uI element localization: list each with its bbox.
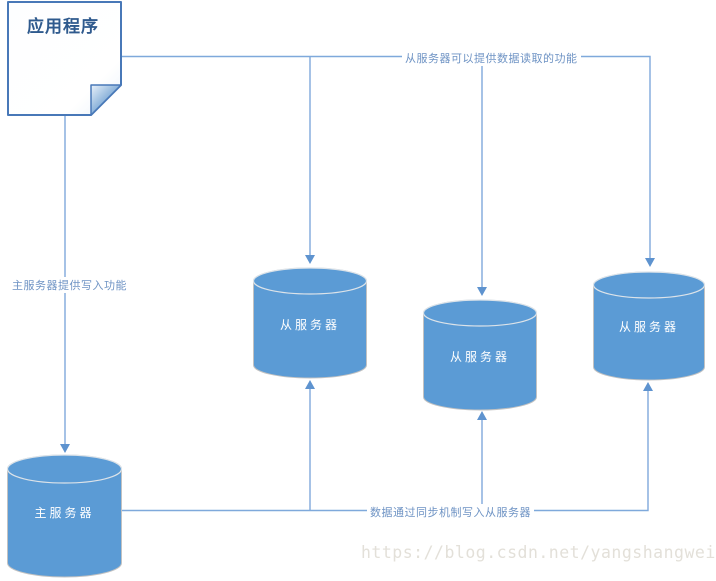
app-node-label: 应用程序 xyxy=(27,17,99,36)
connector-app-to-slaves xyxy=(121,55,651,258)
app-note-fold-icon xyxy=(90,84,122,116)
master-node-label: 主服务器 xyxy=(34,506,95,520)
slave2-node-label: 从服务器 xyxy=(449,350,510,364)
arrow-up-slave3-icon xyxy=(643,382,653,391)
cylinder-top-rim xyxy=(592,271,706,299)
arrow-down-slave3-icon xyxy=(645,258,655,267)
cylinder-top-rim xyxy=(6,454,123,484)
connector-master-to-slaves xyxy=(122,391,649,512)
arrow-up-slave2-icon xyxy=(477,411,487,420)
arrow-down-master-icon xyxy=(60,444,70,453)
connector-group xyxy=(64,55,651,512)
arrow-up-slave1-icon xyxy=(305,380,315,389)
slave-cylinder-3 xyxy=(592,271,706,381)
master-cylinder xyxy=(6,454,123,578)
arrowhead-group xyxy=(60,255,655,453)
arrow-down-slave1-icon xyxy=(305,255,315,264)
slave3-node-label: 从服务器 xyxy=(618,320,679,334)
edge-label-read: 从服务器可以提供数据读取的功能 xyxy=(402,50,581,66)
app-note-shape xyxy=(7,1,122,116)
slave-cylinder-1 xyxy=(252,267,368,379)
slave-cylinder-2 xyxy=(422,299,538,411)
edge-label-write: 主服务器提供写入功能 xyxy=(9,277,130,293)
arrow-down-slave2-icon xyxy=(477,287,487,296)
watermark: https://blog.csdn.net/yangshangwei xyxy=(361,543,716,562)
slave1-node-label: 从服务器 xyxy=(279,318,340,332)
cylinder-top-rim xyxy=(422,299,538,327)
edge-label-sync: 数据通过同步机制写入从服务器 xyxy=(367,504,534,520)
cylinder-top-rim xyxy=(252,267,368,295)
